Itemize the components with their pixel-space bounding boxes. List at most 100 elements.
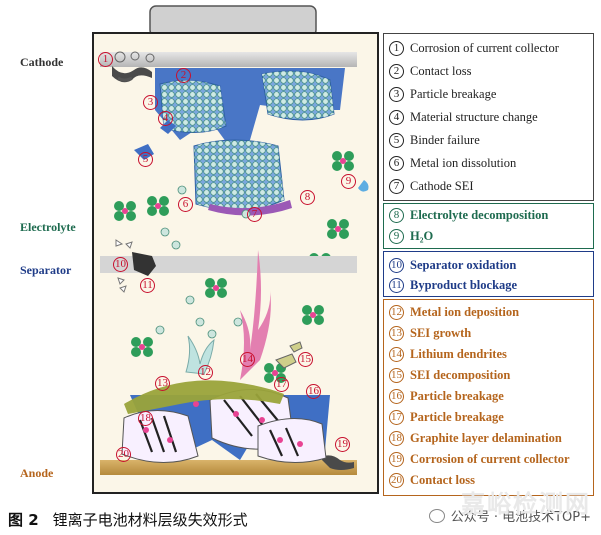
marker-11: 11 xyxy=(140,278,155,293)
legend-number: 11 xyxy=(389,277,404,293)
battery-diagram xyxy=(92,5,379,494)
legend-number: 3 xyxy=(389,86,404,102)
legend-text: Corrosion of current collector xyxy=(410,451,570,466)
legend-item: 7 Cathode SEI xyxy=(389,177,474,195)
legend-text: Corrosion of current collector xyxy=(410,40,559,55)
legend-item: 12 Metal ion deposition xyxy=(389,303,519,321)
watermark-account: 公众号 · 电池技术TOP+ xyxy=(450,510,591,525)
electrolyte-molecules xyxy=(114,151,354,383)
legend-number: 19 xyxy=(389,451,404,467)
marker-12: 12 xyxy=(198,365,213,380)
legend-text: Binder failure xyxy=(410,132,480,147)
legend-text: Lithium dendrites xyxy=(410,346,507,361)
separator xyxy=(100,256,357,273)
legend-text: SEI growth xyxy=(410,325,472,340)
cathode-sei xyxy=(208,200,292,216)
legend-number: 9 xyxy=(389,228,404,244)
legend-item: 19 Corrosion of current collector xyxy=(389,450,570,468)
legend-number: 8 xyxy=(389,207,404,223)
legend-text: SEI decomposition xyxy=(410,367,511,382)
marker-7: 7 xyxy=(247,207,262,222)
legend-text: Particle breakage xyxy=(410,86,497,101)
legend-number: 17 xyxy=(389,409,404,425)
marker-6: 6 xyxy=(178,197,193,212)
marker-10: 10 xyxy=(113,257,128,272)
marker-8: 8 xyxy=(300,190,315,205)
legend-text: Material structure change xyxy=(410,109,538,124)
legend-number: 12 xyxy=(389,304,404,320)
marker-17: 17 xyxy=(274,377,289,392)
legend-text: Metal ion deposition xyxy=(410,304,520,319)
separator-label: Separator xyxy=(20,263,72,277)
marker-3: 3 xyxy=(143,95,158,110)
legend-text: Particle breakage xyxy=(410,388,504,403)
marker-19: 19 xyxy=(335,437,350,452)
legend-item: 13 SEI growth xyxy=(389,324,471,342)
legend-number: 4 xyxy=(389,109,404,125)
legend-item: 17 Particle breakage xyxy=(389,408,504,426)
marker-5: 5 xyxy=(138,152,153,167)
legend-text: H₂O xyxy=(410,228,434,243)
legend-item: 14 Lithium dendrites xyxy=(389,345,507,363)
legend-text: Cathode SEI xyxy=(410,178,474,193)
legend-number: 10 xyxy=(389,257,404,273)
legend-item: 10 Separator oxidation xyxy=(389,256,516,274)
legend-item: 18 Graphite layer delamination xyxy=(389,429,562,447)
marker-16: 16 xyxy=(306,384,321,399)
legend-text: Byproduct blockage xyxy=(410,277,518,292)
diagram-markers: 1 2 3 4 5 6 7 8 9 10 11 12 13 14 15 16 1… xyxy=(98,52,356,462)
legend-item: 1 Corrosion of current collector xyxy=(389,39,559,57)
legend-separator: 10 Separator oxidation 11 Byproduct blocka… xyxy=(383,251,594,297)
watermark-site: 嘉峪检测网 xyxy=(461,490,591,518)
anode-current-collector xyxy=(100,460,357,475)
legend-number: 18 xyxy=(389,430,404,446)
legend-text: Contact loss xyxy=(410,472,475,487)
watermark: 嘉峪检测网 公众号 · 电池技术TOP+ xyxy=(428,490,591,525)
legend-number: 14 xyxy=(389,346,404,362)
marker-18: 18 xyxy=(138,411,153,426)
legend-item: 9 H₂O xyxy=(389,227,433,245)
legend-number: 20 xyxy=(389,472,404,488)
legend-item: 11 Byproduct blockage xyxy=(389,276,517,294)
legend-number: 2 xyxy=(389,63,404,79)
marker-4: 4 xyxy=(158,111,173,126)
legend-item: 15 SEI decomposition xyxy=(389,366,510,384)
legend-number: 5 xyxy=(389,132,404,148)
figure-number: 图 2 xyxy=(8,511,39,529)
lithium-dendrite xyxy=(240,250,271,380)
legend-text: Graphite layer delamination xyxy=(410,430,562,445)
legend-number: 15 xyxy=(389,367,404,383)
marker-1: 1 xyxy=(98,52,113,67)
legend-number: 1 xyxy=(389,40,404,56)
legend-text: Separator oxidation xyxy=(410,257,517,272)
legend-electrolyte: 8 Electrolyte decomposition 9 H₂O xyxy=(383,203,594,249)
legend-number: 7 xyxy=(389,178,404,194)
legend-item: 3 Particle breakage xyxy=(389,85,496,103)
legend-text: Metal ion dissolution xyxy=(410,155,517,170)
wechat-icon xyxy=(428,508,445,523)
legend-item: 6 Metal ion dissolution xyxy=(389,154,516,172)
legend-text: Electrolyte decomposition xyxy=(410,207,549,222)
marker-15: 15 xyxy=(298,352,313,367)
legend-number: 13 xyxy=(389,325,404,341)
graphite-particles xyxy=(121,389,327,464)
legend-text: Particle breakage xyxy=(410,409,504,424)
marker-14: 14 xyxy=(240,352,255,367)
marker-9: 9 xyxy=(341,174,356,189)
cathode-label: Cathode xyxy=(20,55,64,69)
legend-anode: 12 Metal ion deposition 13 SEI growth 14 Li… xyxy=(383,299,594,496)
figure-caption: 图 2 锂离子电池材料层级失效形式 xyxy=(8,509,248,530)
legend-number: 6 xyxy=(389,155,404,171)
electrolyte-label: Electrolyte xyxy=(20,220,76,234)
legend-item: 8 Electrolyte decomposition xyxy=(389,206,548,224)
marker-13: 13 xyxy=(155,376,170,391)
legend-item: 5 Binder failure xyxy=(389,131,480,149)
legend-item: 20 Contact loss xyxy=(389,471,475,489)
anode-label: Anode xyxy=(20,466,54,480)
cathode-current-collector xyxy=(100,52,357,67)
figure-title: 锂离子电池材料层级失效形式 xyxy=(52,511,248,529)
marker-2: 2 xyxy=(176,68,191,83)
